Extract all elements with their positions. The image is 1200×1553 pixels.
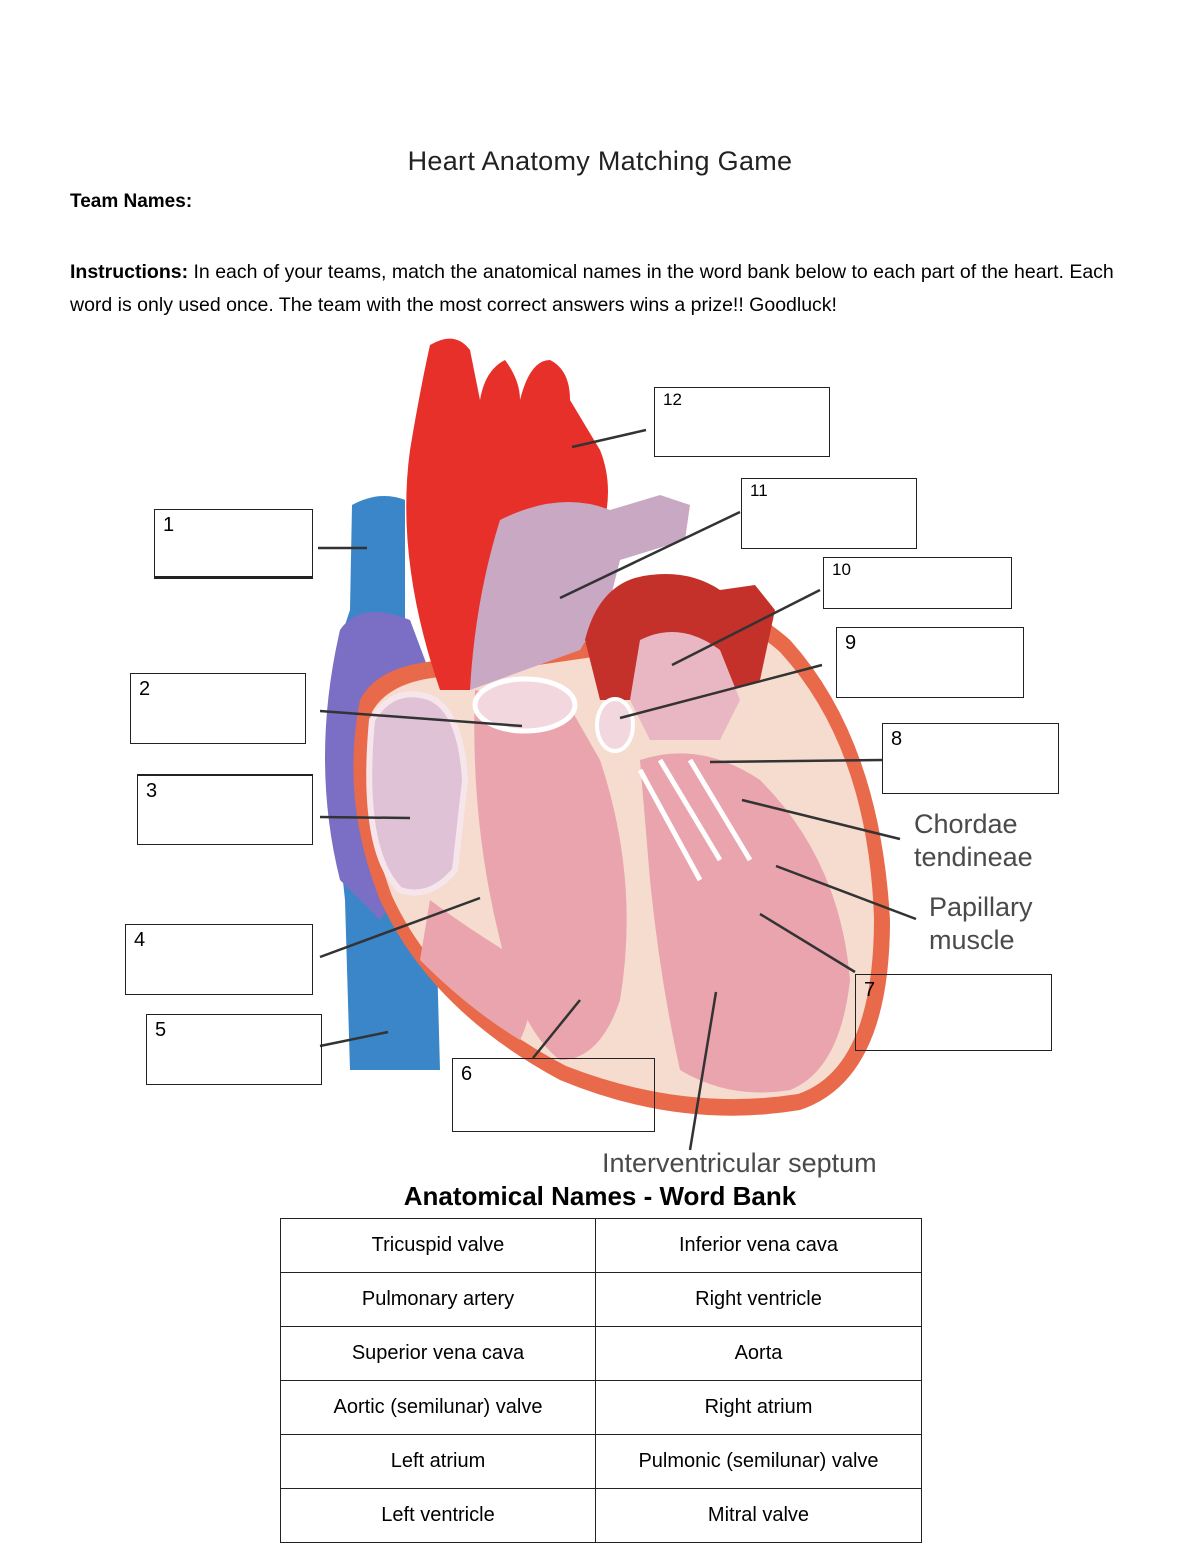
page-title: Heart Anatomy Matching Game xyxy=(407,146,793,176)
right-ventricle-muscle xyxy=(420,900,530,1040)
word-bank-cell: Right atrium xyxy=(595,1380,922,1435)
answer-box-7[interactable]: 7 xyxy=(855,974,1052,1051)
box-number: 10 xyxy=(832,560,851,579)
word-bank-cell: Left atrium xyxy=(280,1434,596,1489)
word-bank-cell: Inferior vena cava xyxy=(595,1218,922,1273)
heart-diagram xyxy=(325,338,890,1116)
answer-box-9[interactable]: 9 xyxy=(836,627,1024,698)
word-bank-cell: Aorta xyxy=(595,1326,922,1381)
word-bank-cell: Pulmonic (semilunar) valve xyxy=(595,1434,922,1489)
answer-box-3[interactable]: 3 xyxy=(137,774,313,845)
box-number: 5 xyxy=(155,1019,167,1041)
box-number: 7 xyxy=(864,979,876,1001)
answer-box-2[interactable]: 2 xyxy=(130,673,306,744)
box-number: 9 xyxy=(845,632,857,654)
papillary-line2: muscle xyxy=(929,925,1015,955)
word-bank-cell: Left ventricle xyxy=(280,1488,596,1543)
mitral-valve-shape xyxy=(595,697,635,753)
answer-box-6[interactable]: 6 xyxy=(452,1058,655,1132)
answer-box-1[interactable]: 1 xyxy=(154,509,313,579)
chordae-shape xyxy=(637,758,753,882)
instructions-label: Instructions: xyxy=(70,261,189,283)
box-number: 11 xyxy=(750,481,768,500)
instructions: Instructions: In each of your teams, mat… xyxy=(70,256,1130,322)
box-number: 2 xyxy=(139,678,151,700)
right-atrium-chamber xyxy=(366,691,469,896)
chordae-line1: Chordae xyxy=(914,809,1018,839)
answer-box-10[interactable]: 10 xyxy=(823,557,1012,609)
word-bank-cell: Aortic (semilunar) valve xyxy=(280,1380,596,1435)
word-bank-cell: Mitral valve xyxy=(595,1488,922,1543)
word-bank-cell: Right ventricle xyxy=(595,1272,922,1327)
semilunar-valve xyxy=(472,676,578,734)
instructions-text: In each of your teams, match the anatomi… xyxy=(70,261,1114,316)
left-ventricle-wall xyxy=(640,753,850,1093)
aorta-shape xyxy=(406,338,608,690)
answer-box-5[interactable]: 5 xyxy=(146,1014,322,1085)
answer-box-12[interactable]: 12 xyxy=(654,387,830,457)
box-number: 4 xyxy=(134,929,146,951)
team-names-label: Team Names: xyxy=(70,191,193,212)
word-bank-title: Anatomical Names - Word Bank xyxy=(403,1181,797,1211)
box-number: 1 xyxy=(163,514,175,536)
leader-lines xyxy=(318,428,917,1151)
interventricular-septum-label: Interventricular septum xyxy=(602,1148,877,1178)
box-number: 8 xyxy=(891,728,903,750)
answer-box-11[interactable]: 11 xyxy=(741,478,917,549)
left-atrium-chamber xyxy=(630,632,740,740)
word-bank-cell: Pulmonary artery xyxy=(280,1272,596,1327)
answer-box-4[interactable]: 4 xyxy=(125,924,313,995)
word-bank-cell: Superior vena cava xyxy=(280,1326,596,1381)
box-number: 12 xyxy=(663,390,682,409)
word-bank-cell: Tricuspid valve xyxy=(280,1218,596,1273)
pulmonary-trunk-shape xyxy=(470,495,690,690)
chordae-line2: tendineae xyxy=(914,842,1033,872)
box-number: 3 xyxy=(146,780,158,802)
box-number: 6 xyxy=(461,1063,473,1085)
papillary-line1: Papillary xyxy=(929,892,1033,922)
answer-box-8[interactable]: 8 xyxy=(882,723,1059,794)
